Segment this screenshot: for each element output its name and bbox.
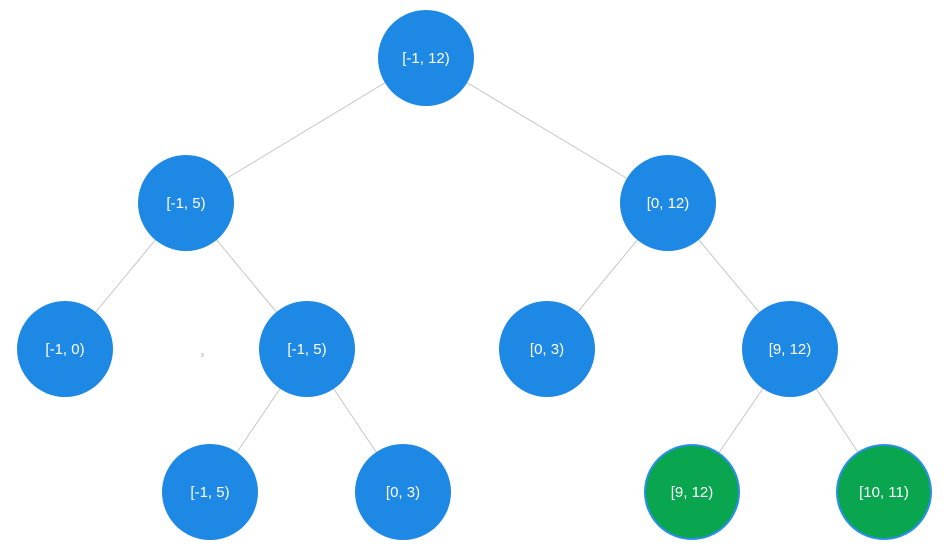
tree-node-root[interactable]: [-1, 12) xyxy=(378,10,474,106)
tree-node-highlighted[interactable]: [10, 11) xyxy=(836,444,932,540)
tree-node-label: [-1, 12) xyxy=(402,49,450,67)
tree-node[interactable]: [-1, 0) xyxy=(17,301,113,397)
tree-node[interactable]: [9, 12) xyxy=(742,301,838,397)
tree-node-label: [-1, 5) xyxy=(190,483,230,501)
tree-node[interactable]: [-1, 5) xyxy=(138,155,234,251)
tree-node[interactable]: [-1, 5) xyxy=(162,444,258,540)
tree-node[interactable]: [0, 3) xyxy=(355,444,451,540)
tree-node[interactable]: [0, 12) xyxy=(620,155,716,251)
tree-node-label: [0, 3) xyxy=(385,483,421,501)
tree-node-label: [-1, 5) xyxy=(166,194,206,212)
tree-node-label: [-1, 0) xyxy=(45,340,85,358)
tree-node-label: [10, 11) xyxy=(859,483,909,501)
tree-node-label: [0, 12) xyxy=(646,194,690,212)
tree-node[interactable]: [-1, 5) xyxy=(259,301,355,397)
tree-node-label: [-1, 5) xyxy=(287,340,327,358)
tree-node-label: [9, 12) xyxy=(768,340,812,358)
tiny-dot-artifact xyxy=(201,353,204,357)
tree-node[interactable]: [0, 3) xyxy=(499,301,595,397)
tree-node-highlighted[interactable]: [9, 12) xyxy=(644,444,740,540)
tree-node-label: [9, 12) xyxy=(670,483,714,501)
tree-node-label: [0, 3) xyxy=(529,340,565,358)
